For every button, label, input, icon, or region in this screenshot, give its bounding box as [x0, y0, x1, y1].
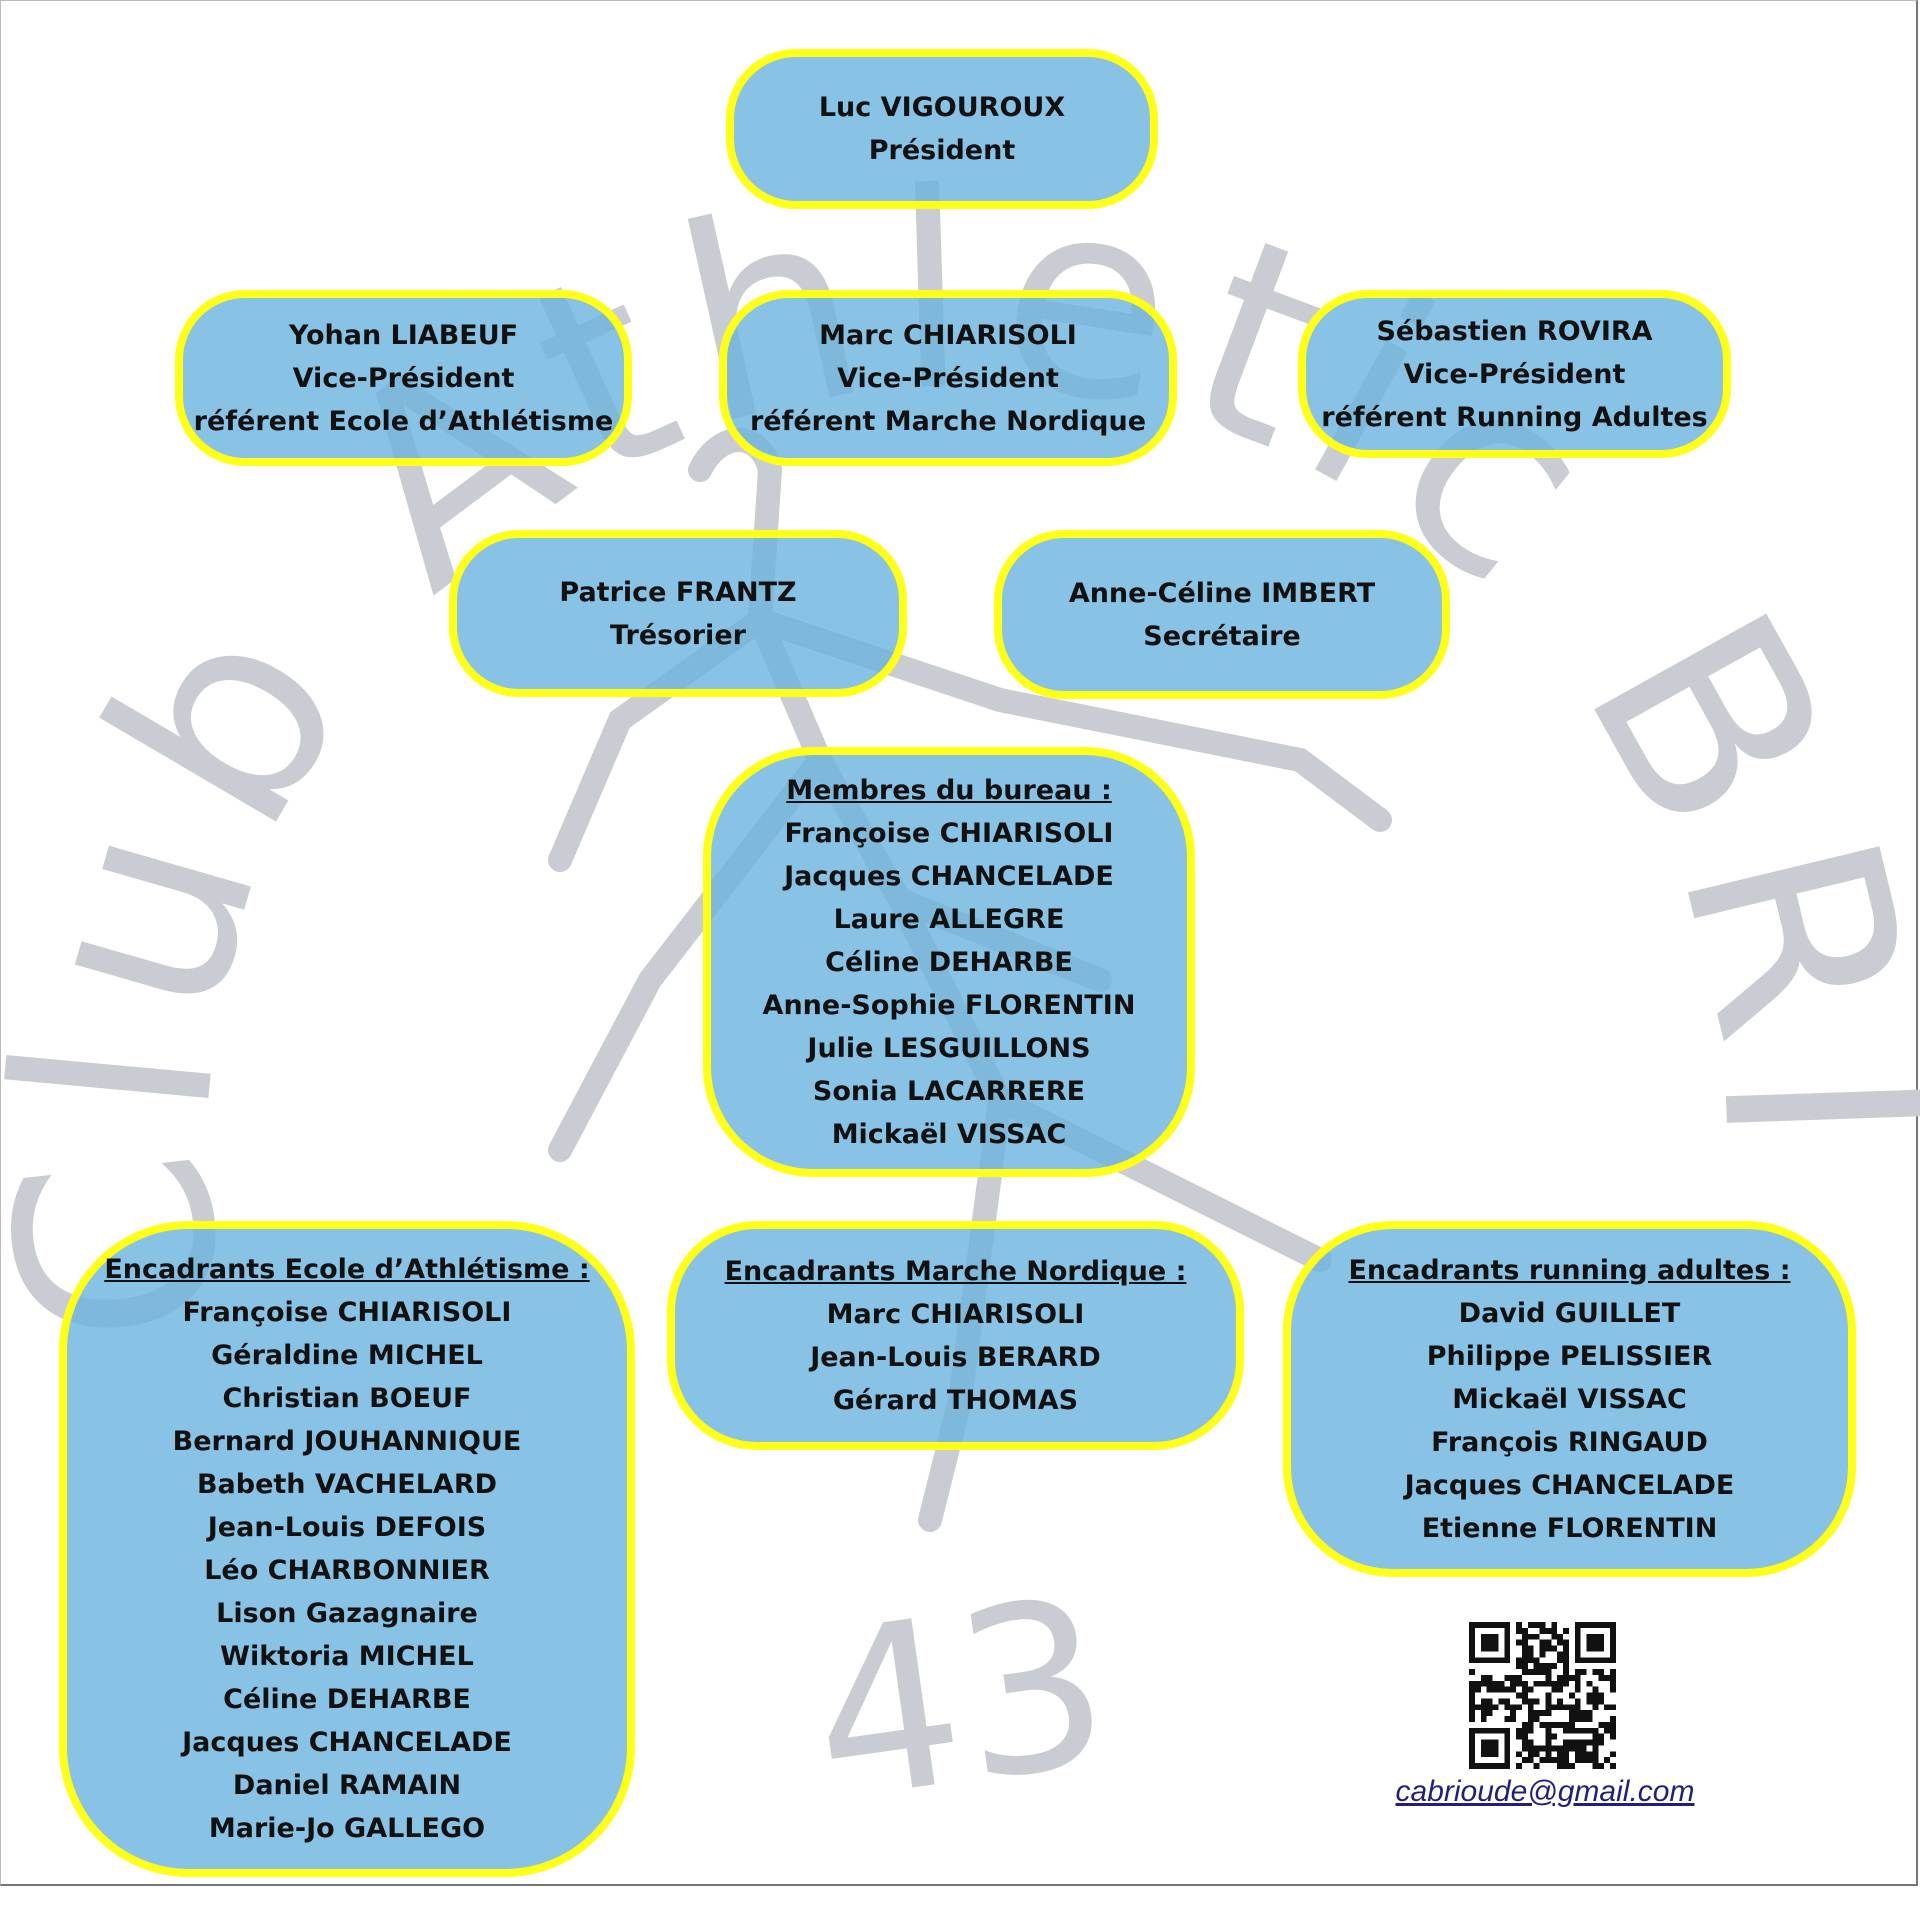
member-name: Lison Gazagnaire [216, 1598, 478, 1629]
treasurer-role: Trésorier [610, 619, 746, 651]
member-name: Jean-Louis DEFOIS [207, 1512, 487, 1543]
vp-detail: référent Marche Nordique [749, 405, 1147, 437]
president-box: Luc VIGOUROUX Président [726, 49, 1158, 209]
marche-title: Encadrants Marche Nordique : [724, 1255, 1187, 1287]
ecole-box: Encadrants Ecole d’Athlétisme : François… [59, 1221, 635, 1877]
vp-name: Marc CHIARISOLI [819, 319, 1077, 351]
member-name: Sonia LACARRERE [812, 1075, 1086, 1107]
secretary-role: Secrétaire [1143, 620, 1301, 652]
qr-code-icon[interactable] [1469, 1622, 1616, 1769]
member-name: David GUILLET [1458, 1297, 1681, 1329]
member-name: Bernard JOUHANNIQUE [172, 1426, 522, 1457]
vp-role: Vice-Président [1403, 358, 1626, 390]
member-name: Marc CHIARISOLI [826, 1298, 1085, 1330]
member-name: Babeth VACHELARD [196, 1469, 498, 1500]
member-name: Mickaël VISSAC [831, 1118, 1067, 1150]
email-link[interactable]: cabrioude@gmail.com [1395, 1775, 1695, 1808]
member-name: Jacques CHANCELADE [182, 1727, 512, 1758]
bureau-box: Membres du bureau : Françoise CHIARISOLI… [703, 747, 1195, 1177]
ecole-title: Encadrants Ecole d’Athlétisme : [104, 1254, 590, 1285]
ecole-members: Françoise CHIARISOLI Géraldine MICHEL Chri… [173, 1291, 522, 1850]
treasurer-name: Patrice FRANTZ [559, 576, 797, 608]
vp-name: Yohan LIABEUF [288, 319, 519, 351]
marche-members: Marc CHIARISOLI Jean-Louis BERARD Gérard T… [810, 1293, 1101, 1422]
vice-president-box: Yohan LIABEUF Vice-Président référent Ec… [175, 290, 632, 466]
member-name: François RINGAUD [1431, 1426, 1708, 1458]
vice-president-box: Marc CHIARISOLI Vice-Président référent … [719, 290, 1177, 466]
member-name: Léo CHARBONNIER [204, 1555, 490, 1586]
member-name: Céline DEHARBE [223, 1684, 471, 1715]
member-name: Christian BOEUF [222, 1383, 472, 1414]
running-title: Encadrants running adultes : [1348, 1254, 1791, 1286]
member-name: Jacques CHANCELADE [1404, 1469, 1735, 1501]
bureau-title: Membres du bureau : [786, 774, 1112, 806]
member-name: Françoise CHIARISOLI [784, 817, 1114, 849]
member-name: Anne-Sophie FLORENTIN [762, 989, 1136, 1021]
member-name: Wiktoria MICHEL [220, 1641, 474, 1672]
member-name: Julie LESGUILLONS [807, 1032, 1091, 1064]
vp-detail: référent Ecole d’Athlétisme [193, 405, 614, 437]
running-box: Encadrants running adultes : David GUILL… [1283, 1221, 1856, 1577]
vp-role: Vice-Président [837, 362, 1059, 394]
member-name: Gérard THOMAS [832, 1384, 1079, 1416]
member-name: Philippe PELISSIER [1426, 1340, 1713, 1372]
president-role: Président [868, 135, 1016, 166]
member-name: Jacques CHANCELADE [784, 860, 1114, 892]
running-members: David GUILLET Philippe PELISSIER Mickaël V… [1405, 1292, 1735, 1550]
member-name: Céline DEHARBE [825, 946, 1073, 978]
watermark-number: 43 [797, 1549, 1124, 1854]
member-name: Mickaël VISSAC [1452, 1383, 1687, 1415]
vp-name: Sébastien ROVIRA [1376, 315, 1653, 347]
member-name: Daniel RAMAIN [232, 1770, 462, 1801]
member-name: Jean-Louis BERARD [810, 1341, 1101, 1373]
secretary-name: Anne-Céline IMBERT [1068, 577, 1376, 609]
president-name: Luc VIGOUROUX [818, 92, 1066, 123]
member-name: Françoise CHIARISOLI [182, 1297, 512, 1328]
marche-box: Encadrants Marche Nordique : Marc CHIARI… [667, 1221, 1244, 1450]
member-name: Marie-Jo GALLEGO [208, 1813, 486, 1844]
vp-role: Vice-Président [292, 362, 515, 394]
member-name: Géraldine MICHEL [211, 1340, 483, 1371]
member-name: Etienne FLORENTIN [1421, 1512, 1718, 1544]
vp-detail: référent Running Adultes [1321, 401, 1708, 433]
treasurer-box: Patrice FRANTZ Trésorier [449, 530, 907, 697]
vice-president-box: Sébastien ROVIRA Vice-Président référent… [1298, 290, 1731, 458]
member-name: Laure ALLEGRE [833, 903, 1065, 935]
bureau-members: Françoise CHIARISOLI Jacques CHANCELADE La… [763, 812, 1136, 1156]
secretary-box: Anne-Céline IMBERT Secrétaire [994, 530, 1450, 699]
